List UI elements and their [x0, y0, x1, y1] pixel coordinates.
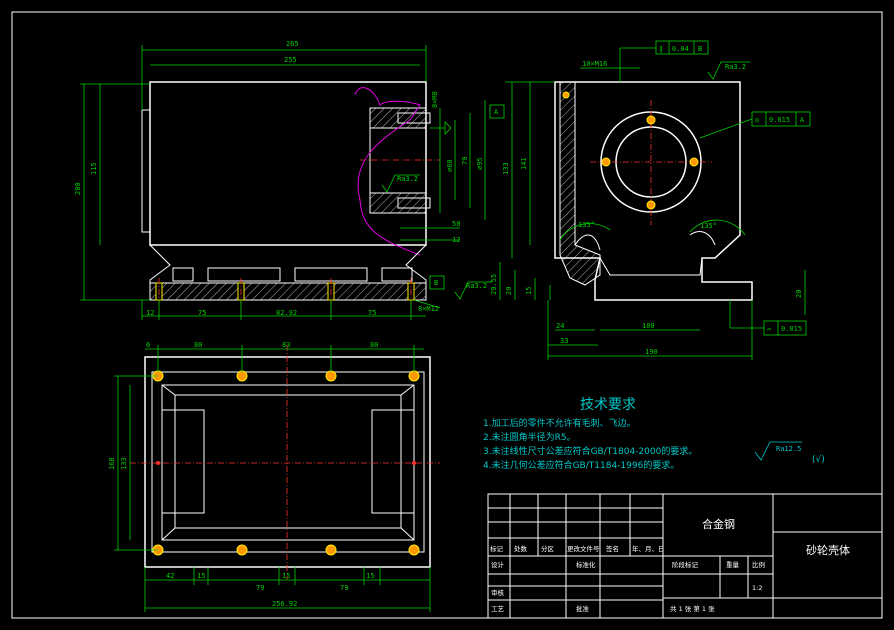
- tb-label-5: 年、月、日: [632, 544, 665, 553]
- dim-plan-bottom-5: 15: [366, 572, 374, 580]
- dim-side-bottom-1: 100: [642, 322, 655, 330]
- dim-plan-bottom-2: 79: [256, 584, 264, 592]
- roughness-base: Ra3.2: [466, 282, 487, 290]
- tb-label-1: 处数: [514, 544, 528, 553]
- dim-plan-top-2: 83: [282, 341, 290, 349]
- tb-label-3: 更改文件号: [567, 544, 600, 553]
- dim-plan-bottom-3: 15: [282, 572, 290, 580]
- dim-side-left-3: 20: [505, 287, 513, 295]
- tb-label-0: 标记: [490, 544, 504, 553]
- dim-plan-bottom-1: 15: [197, 572, 205, 580]
- dim-side-top-holes: 10×M16: [582, 60, 607, 68]
- tb-weight: 重量: [726, 561, 740, 569]
- dim-front-bottom-2: 82.92: [276, 309, 297, 317]
- note-item-1: 1.加工后的零件不允许有毛刺、飞边。: [483, 417, 636, 429]
- dim-plan-top-3: 80: [370, 341, 378, 349]
- tol-concentric-datum: A: [800, 116, 805, 124]
- note-item-4: 4.未注几何公差应符合GB/T1184-1996的要求。: [483, 459, 679, 471]
- note-item-2: 2.未注圆角半径为R5。: [483, 431, 576, 443]
- angle-right: 135°: [700, 222, 717, 230]
- dim-front-right-3: ∅95: [476, 157, 484, 170]
- dim-front-height-inner: 115: [90, 162, 98, 175]
- tb-part-name: 砂轮壳体: [806, 543, 850, 557]
- dim-plan-left-1: 133: [120, 457, 128, 470]
- side-view: ∥ 0.04 B ◎ 0.015 A ▱ 0.015 Ra3.2 10×M16 …: [490, 40, 811, 360]
- dim-front-bottom-3: 75: [368, 309, 376, 317]
- dim-front-right-2: 79: [461, 157, 469, 165]
- tol-flatness-value: 0.015: [781, 325, 802, 333]
- plan-view: 6 80 83 80 168 133 42 15 79 15 79 15 256…: [108, 341, 440, 612]
- dim-side-bottom-3: 190: [645, 348, 658, 356]
- dim-plan-bottom-4: 79: [340, 584, 348, 592]
- tb-scale: 1:2: [752, 584, 762, 592]
- dim-plan-top-1: 80: [194, 341, 202, 349]
- front-view: A B 265 255 200 115 8×M8 ∅60 79 ∅95 50 1…: [74, 40, 505, 320]
- tb-designer: 设计: [491, 560, 505, 569]
- svg-text:∥: ∥: [659, 45, 663, 53]
- tb-scale-label: 比例: [752, 560, 765, 569]
- roughness-general-symbol: (√): [812, 454, 825, 465]
- dim-front-right-1: ∅60: [446, 159, 454, 172]
- dim-front-bottom-1: 75: [198, 309, 206, 317]
- dim-side-left-4: 15: [525, 287, 533, 295]
- angle-left: 135°: [578, 221, 595, 229]
- note-item-3: 3.未注线性尺寸公差应符合GB/T1804-2000的要求。: [483, 445, 697, 457]
- tb-standardize: 标准化: [576, 560, 596, 569]
- roughness-front-bore: Ra3.2: [397, 175, 418, 183]
- dim-plan-top-0: 6: [146, 341, 150, 349]
- tol-parallel-value: 0.04: [672, 45, 689, 53]
- dim-side-bottom-2: 33: [560, 337, 568, 345]
- svg-text:◎: ◎: [755, 116, 760, 124]
- tol-parallel-datum: B: [698, 45, 702, 53]
- notes-title: 技术要求: [580, 397, 636, 413]
- technical-notes: 技术要求 1.加工后的零件不允许有毛刺、飞边。 2.未注圆角半径为R5。 3.未…: [483, 397, 825, 471]
- title-block: 标记 处数 分区 更改文件号 签名 年、月、日 设计 标准化 审核 工艺 批准 …: [487, 493, 883, 619]
- dim-front-top-inner: 255: [284, 56, 297, 64]
- dim-front-right-5: 12: [452, 236, 460, 244]
- datum-b-label: B: [434, 279, 438, 287]
- drawing-border: [11, 11, 883, 619]
- tb-process: 工艺: [491, 605, 505, 613]
- tb-label-4: 签名: [606, 544, 619, 553]
- tb-material: 合金钢: [702, 517, 735, 531]
- dim-plan-left-0: 168: [108, 457, 116, 470]
- tb-stage-mark: 阶段标记: [672, 560, 699, 569]
- dim-front-right-0: 8×M8: [431, 91, 439, 108]
- dim-side-bottom-0: 24: [556, 322, 564, 330]
- tb-label-2: 分区: [541, 544, 555, 553]
- tb-sheets: 共 1 张 第 1 张: [670, 604, 715, 613]
- dim-front-top-outer: 265: [286, 40, 299, 48]
- tol-concentric-value: 0.015: [769, 116, 790, 124]
- dim-front-bottom-0: 12: [146, 309, 154, 317]
- tb-review: 审核: [491, 588, 505, 597]
- tb-approve: 批准: [576, 604, 590, 613]
- dim-front-holes-bottom: 8×M12: [418, 305, 439, 313]
- dim-side-left-1: 141: [520, 157, 528, 170]
- dim-plan-bottom-0: 42: [166, 572, 174, 580]
- dim-plan-total: 256.92: [272, 600, 297, 608]
- dim-side-left-0: 133: [502, 162, 510, 175]
- dim-front-right-4: 50: [452, 220, 460, 228]
- dim-front-height-outer: 200: [74, 182, 82, 195]
- datum-a-label: A: [494, 108, 499, 116]
- svg-text:▱: ▱: [767, 325, 772, 333]
- dim-side-left-2: 29.55: [490, 274, 498, 295]
- roughness-general: Ra12.5: [776, 445, 801, 453]
- dim-side-right: 20: [795, 290, 803, 298]
- roughness-top-right: Ra3.2: [725, 63, 746, 71]
